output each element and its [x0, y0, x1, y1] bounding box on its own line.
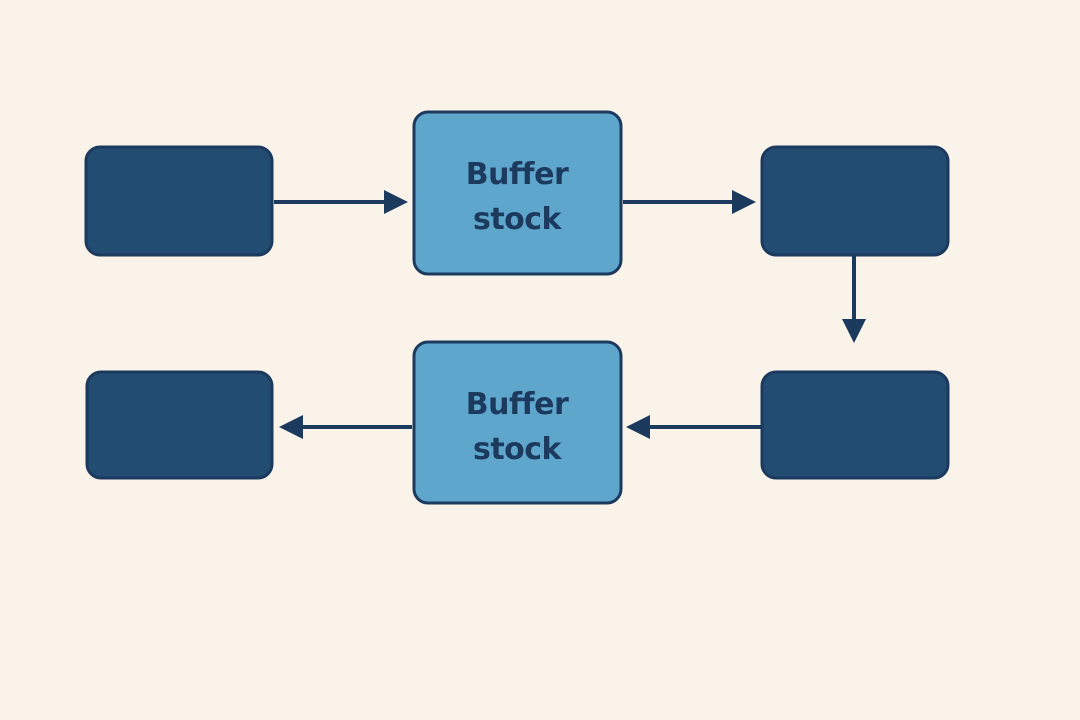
- buffer-stock-box-2: Buffer stock: [412, 340, 623, 505]
- process-box-1: [84, 145, 274, 257]
- buffer-stock-box-2-label-line2: stock: [473, 432, 563, 467]
- arrowhead-to-buffer-2: [626, 415, 650, 439]
- buffer-stock-box-1-label-line2: stock: [473, 202, 563, 237]
- process-box-2: [760, 145, 950, 257]
- arrowhead-to-process-2: [732, 190, 756, 214]
- arrowhead-to-process-4: [279, 415, 303, 439]
- nodes: Buffer stock Buffer stock: [84, 110, 950, 505]
- buffer-stock-box-2-label-line1: Buffer: [466, 387, 569, 422]
- process-box-4: [85, 370, 274, 480]
- edges: [274, 190, 866, 439]
- buffer-stock-box-1-label-line1: Buffer: [466, 157, 569, 192]
- buffer-stock-box-1: Buffer stock: [412, 110, 623, 276]
- arrowhead-to-process-3: [842, 319, 866, 343]
- process-box-3: [760, 370, 950, 480]
- buffer-stock-box-2-shape: [412, 340, 623, 505]
- arrowhead-to-buffer-1: [384, 190, 408, 214]
- buffer-stock-box-1-shape: [412, 110, 623, 276]
